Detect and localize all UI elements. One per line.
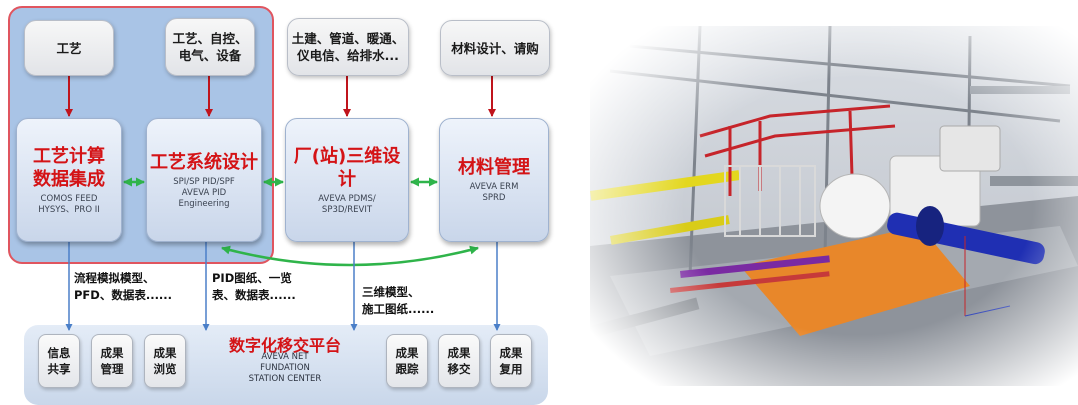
module-software: AVEVA PDMS/ SP3D/REVIT <box>318 193 376 215</box>
module-title: 材料管理 <box>458 157 530 178</box>
platform-item-result-management: 成果 管理 <box>91 334 133 388</box>
module-software: SPI/SP PID/SPF AVEVA PID Engineering <box>173 176 235 209</box>
module-plant-3d-design: 厂(站)三维设计 AVEVA PDMS/ SP3D/REVIT <box>285 118 409 242</box>
3d-plant-model-render <box>590 26 1078 386</box>
platform-item-result-tracking: 成果 跟踪 <box>386 334 428 388</box>
arrow-material-pid-curve <box>221 245 479 267</box>
platform-item-result-browse: 成果 浏览 <box>144 334 186 388</box>
module-software: COMOS FEED HYSYS、PRO II <box>38 193 100 215</box>
flow-label-pid: PID图纸、一览 表、数据表...... <box>212 271 296 302</box>
platform-software: AVEVA NET FUNDATION STATION CENTER <box>248 352 322 384</box>
module-process-system-design: 工艺系统设计 SPI/SP PID/SPF AVEVA PID Engineer… <box>146 118 262 242</box>
platform-title: 数字化移交平台 <box>228 336 341 355</box>
input-process: 工艺 <box>24 20 114 76</box>
module-title: 工艺系统设计 <box>150 151 258 173</box>
flow-label-simulation: 流程模拟模型、 PFD、数据表...... <box>74 271 173 302</box>
module-process-calc: 工艺计算 数据集成 COMOS FEED HYSYS、PRO II <box>16 118 122 242</box>
input-material: 材料设计、请购 <box>440 20 550 76</box>
module-title: 厂(站)三维设计 <box>293 145 401 190</box>
platform-item-info-sharing: 信息 共享 <box>38 334 80 388</box>
flow-label-3d: 三维模型、 施工图纸...... <box>362 285 435 316</box>
module-material-management: 材料管理 AVEVA ERM SPRD <box>439 118 549 242</box>
module-title: 工艺计算 数据集成 <box>33 145 105 190</box>
input-disciplines: 工艺、自控、 电气、设备 <box>165 18 255 76</box>
input-civil-piping: 土建、管道、暖通、 仪电信、给排水... <box>287 18 409 76</box>
platform-item-result-handover: 成果 移交 <box>438 334 480 388</box>
platform-item-result-reuse: 成果 复用 <box>490 334 532 388</box>
module-software: AVEVA ERM SPRD <box>469 182 519 203</box>
